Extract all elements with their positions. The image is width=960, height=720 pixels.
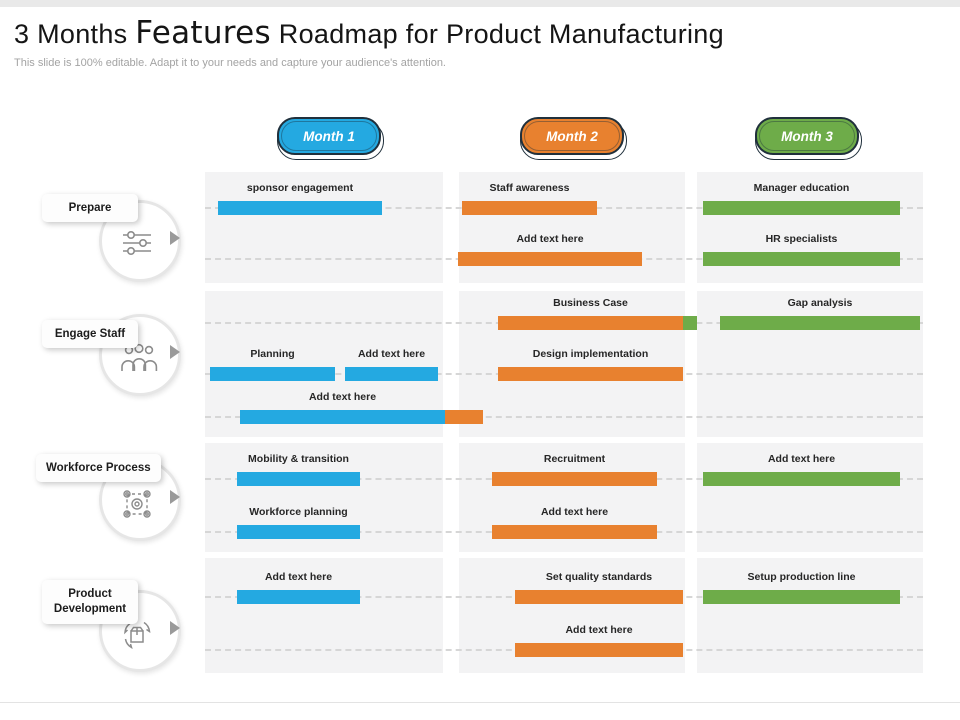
bar-label: Add text here: [540, 506, 609, 518]
bar-label: Add text here: [565, 624, 633, 636]
roadmap-bar: [703, 472, 900, 486]
grid-cell: [697, 558, 923, 673]
bar-label: Mobility & transition: [248, 453, 349, 465]
roadmap-bar: [237, 525, 360, 539]
roadmap-bar: [720, 316, 920, 330]
roadmap-bar: [218, 201, 382, 215]
roadmap-bar: [462, 201, 597, 215]
bar-label: Design implementation: [532, 348, 649, 360]
grid-cell: [205, 172, 443, 283]
bar-label: Add text here: [308, 391, 377, 403]
bar-label: HR specialists: [765, 233, 838, 245]
roadmap-bar: [703, 201, 900, 215]
bar-label: Planning: [250, 348, 295, 360]
bar-label: sponsor engagement: [246, 182, 354, 194]
row-label-prepare: Prepare: [42, 194, 138, 222]
slide-header: 3 Months Features Roadmap for Product Ma…: [14, 16, 724, 69]
roadmap-bar: [515, 643, 683, 657]
process-gears-icon: [119, 486, 155, 522]
roadmap-bar: [498, 367, 683, 381]
sliders-icon: [119, 228, 155, 258]
grid-cell: [205, 558, 443, 673]
bar-label: Gap analysis: [787, 297, 853, 309]
title-part-1: 3 Months: [14, 19, 128, 49]
month-2-label: Month 2: [546, 128, 598, 144]
grid-cell: [697, 291, 923, 437]
slide-top-band: [0, 0, 960, 7]
roadmap-bar: [345, 367, 438, 381]
bar-label: Manager education: [753, 182, 850, 194]
roadmap-bar: [683, 316, 697, 330]
roadmap-bar: [237, 590, 360, 604]
roadmap-bar: [492, 472, 657, 486]
row-label-product-development: Product Development: [42, 580, 138, 624]
roadmap-bar: [210, 367, 335, 381]
subtitle: This slide is 100% editable. Adapt it to…: [14, 57, 446, 70]
row-label-workforce-process: Workforce Process: [36, 454, 161, 482]
title-part-3: Roadmap for Product Manufacturing: [278, 19, 724, 49]
people-icon: [119, 342, 159, 374]
bar-label: Workforce planning: [249, 506, 348, 518]
roadmap-bar: [515, 590, 683, 604]
roadmap-bar: [240, 410, 445, 424]
product-box-icon: [119, 617, 155, 653]
month-2-pill: Month 2: [520, 117, 627, 160]
roadmap-bar: [492, 525, 657, 539]
row-arrow-icon: [170, 490, 180, 504]
month-1-pill: Month 1: [277, 117, 384, 160]
month-1-label: Month 1: [303, 128, 355, 144]
roadmap-bar: [498, 316, 683, 330]
title-part-2: Features: [135, 15, 271, 51]
row-arrow-icon: [170, 621, 180, 635]
roadmap-bar: [445, 410, 483, 424]
bar-label: Add text here: [767, 453, 836, 465]
grid-cell: [697, 443, 923, 552]
bar-label: Add text here: [357, 348, 426, 360]
bar-label: Recruitment: [543, 453, 606, 465]
month-3-pill: Month 3: [755, 117, 862, 160]
roadmap-bar: [703, 590, 900, 604]
bar-label: Add text here: [516, 233, 584, 245]
roadmap-bar: [237, 472, 360, 486]
page-title: 3 Months Features Roadmap for Product Ma…: [14, 16, 724, 50]
roadmap-bar: [703, 252, 900, 266]
month-3-label: Month 3: [781, 128, 833, 144]
bar-label: Set quality standards: [545, 571, 653, 583]
timeline-dashed-line: [205, 416, 923, 418]
bar-label: Business Case: [553, 297, 628, 309]
grid-cell: [459, 291, 685, 437]
bar-label: Add text here: [264, 571, 333, 583]
row-arrow-icon: [170, 345, 180, 359]
roadmap-bar: [458, 252, 642, 266]
row-label-engage-staff: Engage Staff: [42, 320, 138, 348]
roadmap-grid: sponsor engagement Staff awareness Manager…: [205, 172, 923, 673]
bar-label: Setup production line: [747, 571, 856, 583]
bar-label: Staff awareness: [489, 182, 570, 194]
row-arrow-icon: [170, 231, 180, 245]
slide-bottom-divider: [0, 702, 960, 703]
